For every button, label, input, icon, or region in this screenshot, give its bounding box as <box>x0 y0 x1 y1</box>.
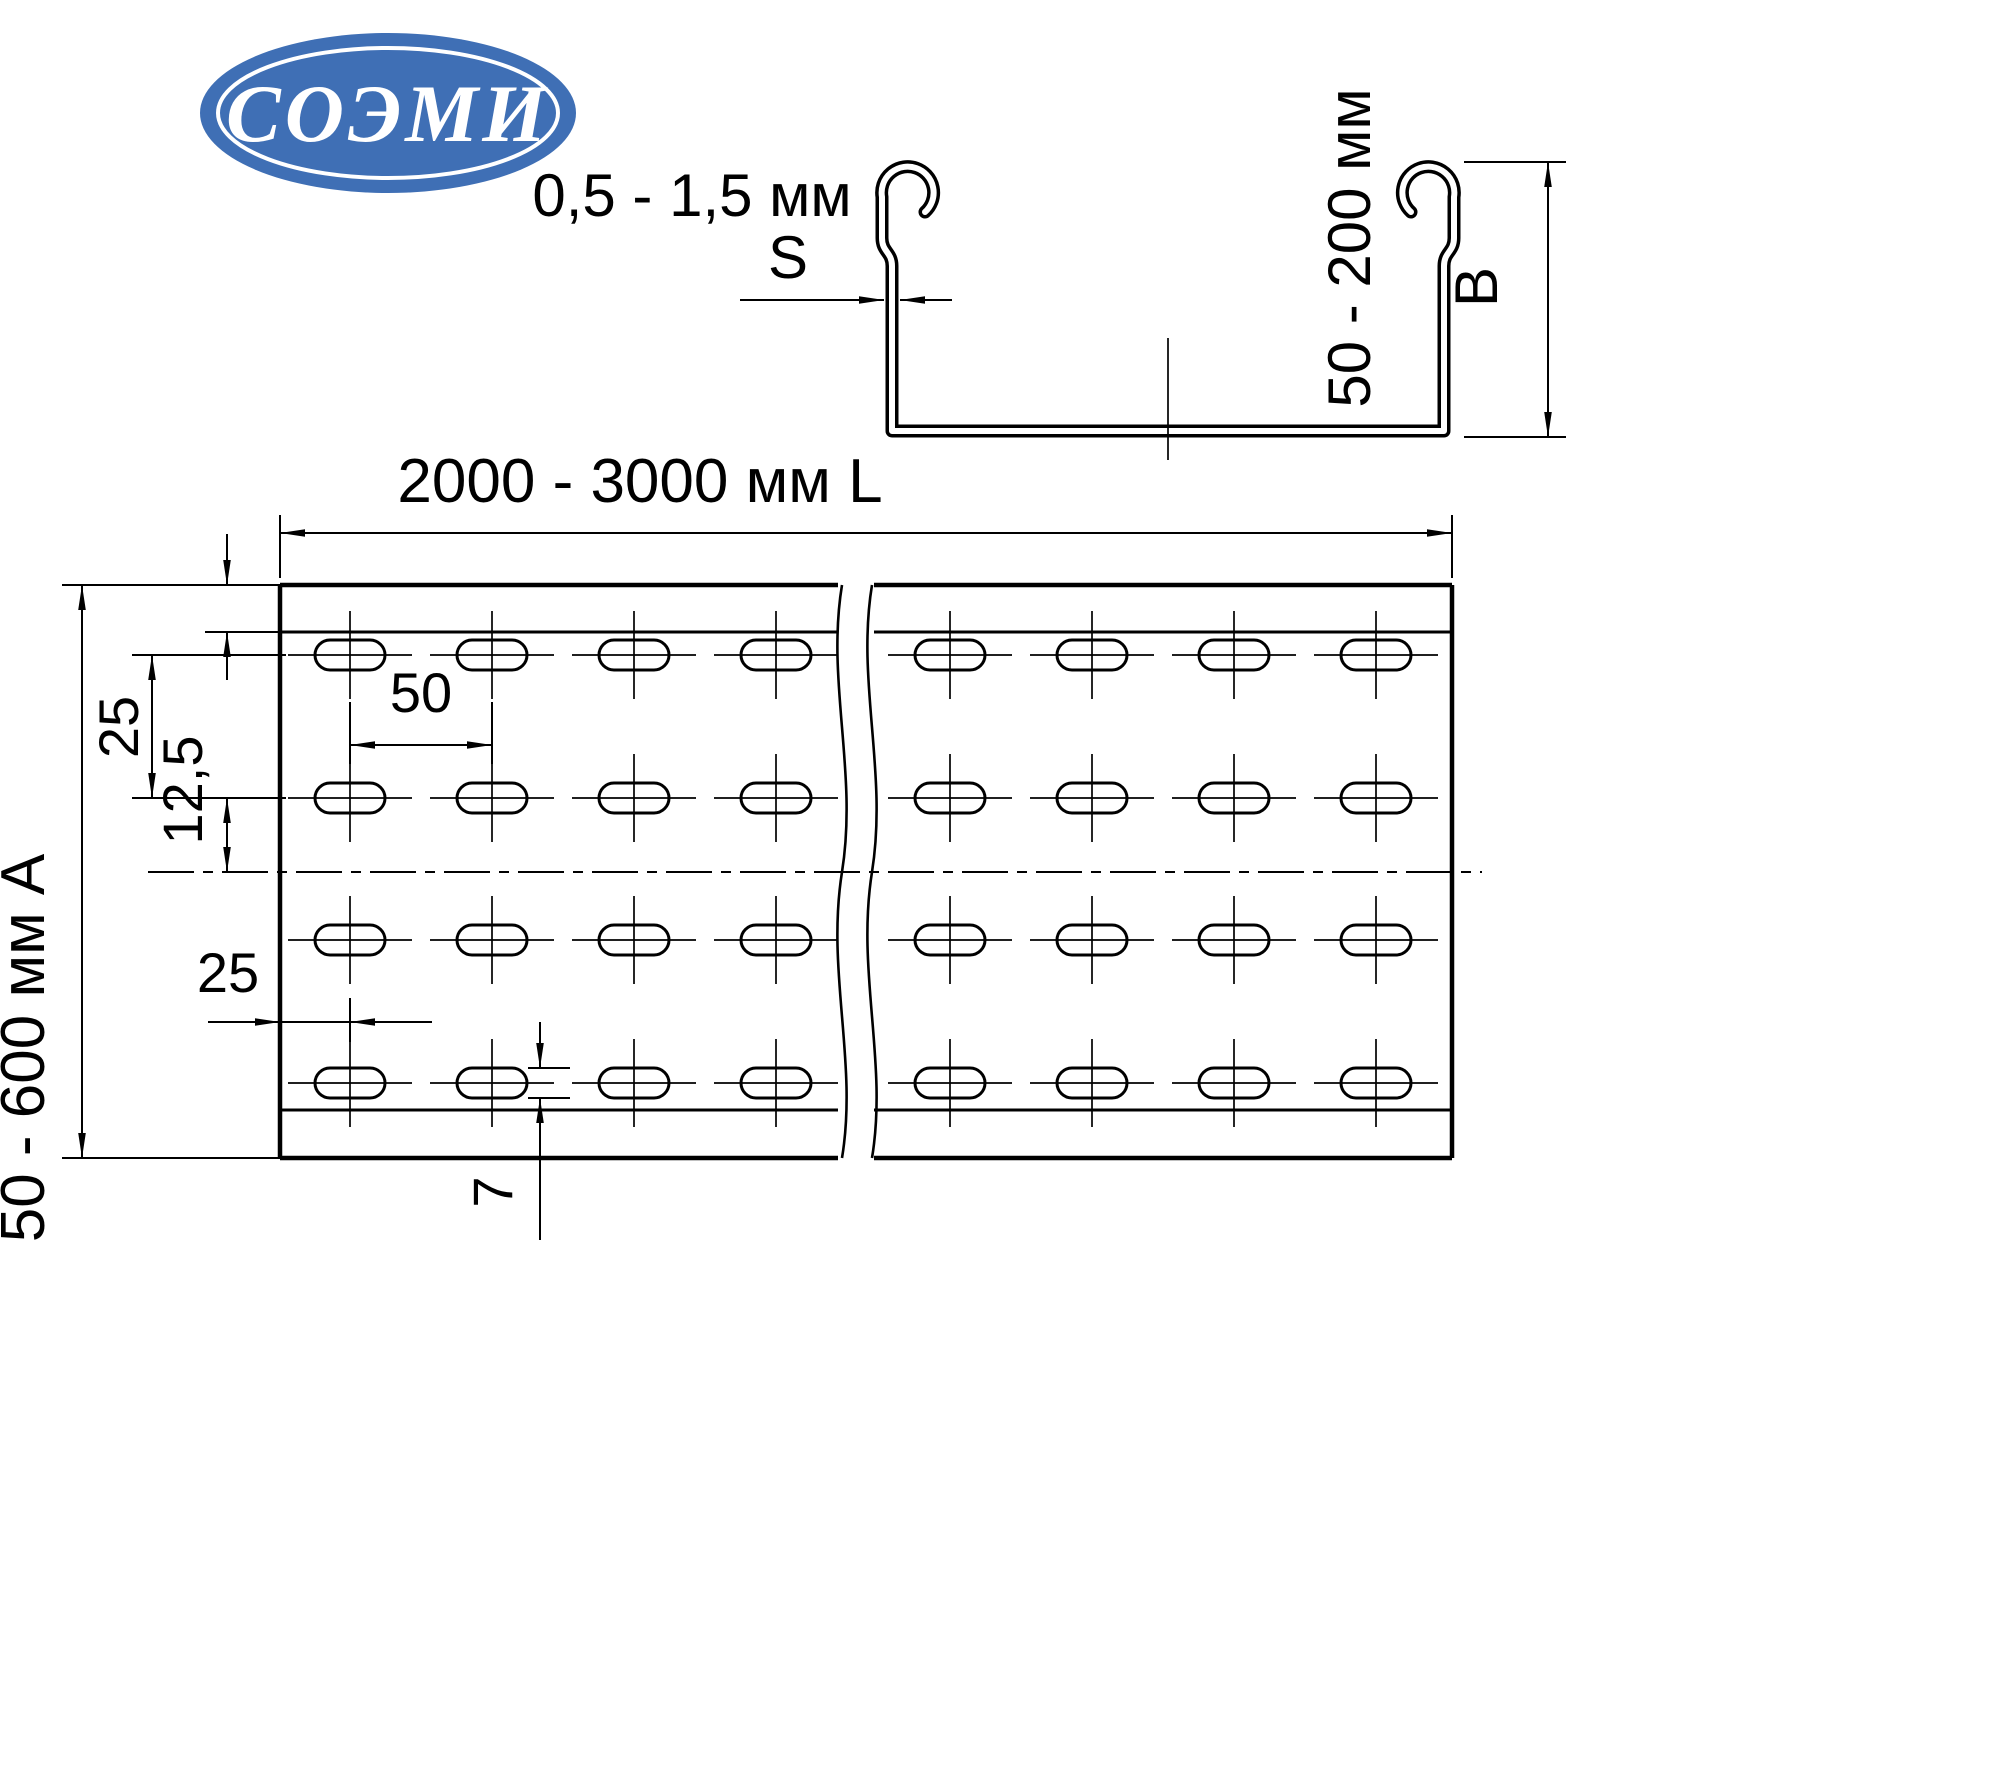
slot-hole <box>1339 1066 1413 1100</box>
logo-ring <box>216 46 560 180</box>
edge-band-dimension <box>205 534 280 680</box>
slot <box>888 1039 1012 1127</box>
slot <box>888 896 1012 984</box>
row-offset-label: 12,5 <box>151 736 214 845</box>
slot-hole <box>913 638 987 672</box>
thickness-dimension: 0,5 - 1,5 мм S <box>532 162 952 304</box>
slot-hole <box>455 638 529 672</box>
slot-hole <box>1339 638 1413 672</box>
slot-hole <box>1055 1066 1129 1100</box>
slot-hole <box>1339 923 1413 957</box>
slot <box>714 754 838 842</box>
slot <box>1030 611 1154 699</box>
slot-hole <box>313 638 387 672</box>
slot <box>888 611 1012 699</box>
slot <box>430 1039 554 1127</box>
logo-ellipse <box>200 33 576 193</box>
logo: СОЭМИ <box>200 33 576 193</box>
slot-hole <box>1339 781 1413 815</box>
row-offset-dimension: 12,5 <box>151 736 231 872</box>
slot-hole <box>1197 781 1271 815</box>
height-symbol-label: B <box>1443 267 1510 307</box>
slot <box>1172 611 1296 699</box>
slot <box>1172 896 1296 984</box>
slot <box>1314 611 1438 699</box>
slot <box>1172 1039 1296 1127</box>
width-dimension: 50 - 600 мм А <box>0 584 280 1242</box>
slot <box>430 611 554 699</box>
slot-hole <box>1197 923 1271 957</box>
end-offset-label: 25 <box>197 941 259 1004</box>
row-pitch-dimension: 25 <box>87 654 286 799</box>
slot-pitch-label: 50 <box>390 661 452 724</box>
plan-view: 2000 - 3000 мм L 50 - 600 мм А 25 12,5 <box>0 447 1482 1242</box>
slot <box>714 1039 838 1127</box>
slot <box>288 1039 412 1127</box>
slot-height-label: 7 <box>461 1176 524 1207</box>
width-range-label: 50 - 600 мм А <box>0 853 58 1242</box>
length-dimension: 2000 - 3000 мм L <box>279 447 1453 578</box>
slot-hole <box>739 1066 813 1100</box>
slot-hole <box>1197 1066 1271 1100</box>
slot-hole <box>739 781 813 815</box>
slot <box>714 896 838 984</box>
slot <box>1172 754 1296 842</box>
slot <box>288 611 412 699</box>
slot <box>1030 1039 1154 1127</box>
slot-hole <box>313 923 387 957</box>
slot <box>430 896 554 984</box>
slot-hole <box>913 1066 987 1100</box>
slot-hole <box>313 1066 387 1100</box>
slot <box>1030 754 1154 842</box>
slot-hole <box>313 781 387 815</box>
slot-hole <box>913 923 987 957</box>
slot-hole <box>739 923 813 957</box>
slot-hole <box>1197 638 1271 672</box>
perforation-pattern <box>288 611 1438 1127</box>
slot <box>572 1039 696 1127</box>
slot <box>1314 1039 1438 1127</box>
length-range-label: 2000 - 3000 мм L <box>397 447 882 516</box>
slot-hole <box>1055 781 1129 815</box>
slot-hole <box>1055 638 1129 672</box>
row-pitch-label: 25 <box>87 696 150 758</box>
slot <box>1030 896 1154 984</box>
end-offset-dimension: 25 <box>197 941 432 1042</box>
slot-hole <box>455 1066 529 1100</box>
slot <box>1314 896 1438 984</box>
slot <box>430 754 554 842</box>
slot <box>888 754 1012 842</box>
thickness-symbol-label: S <box>768 224 808 291</box>
thickness-range-label: 0,5 - 1,5 мм <box>532 162 851 229</box>
slot-hole <box>597 923 671 957</box>
slot-pitch-dimension: 50 <box>349 661 493 764</box>
slot-hole <box>597 781 671 815</box>
slot <box>572 754 696 842</box>
slot <box>288 754 412 842</box>
slot-hole <box>455 781 529 815</box>
slot-hole <box>1055 923 1129 957</box>
slot <box>572 896 696 984</box>
slot-hole <box>739 638 813 672</box>
slot <box>288 896 412 984</box>
slot <box>714 611 838 699</box>
slot-height-dimension: 7 <box>461 1022 570 1240</box>
height-range-label: 50 - 200 мм <box>1316 88 1383 407</box>
logo-text: СОЭМИ <box>226 68 550 159</box>
slot-hole <box>913 781 987 815</box>
slot-hole <box>597 1066 671 1100</box>
slot <box>1314 754 1438 842</box>
section-view: 0,5 - 1,5 мм S 50 - 200 мм B <box>532 88 1566 460</box>
slot-hole <box>597 638 671 672</box>
slot <box>572 611 696 699</box>
slot-hole <box>455 923 529 957</box>
height-dimension: 50 - 200 мм B <box>1316 88 1566 438</box>
